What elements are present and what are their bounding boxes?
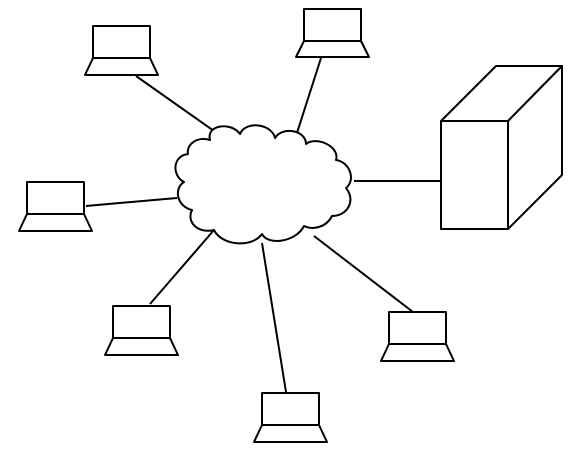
laptop-top-left (84, 25, 159, 76)
laptop-left (18, 181, 93, 232)
laptop-screen (388, 311, 447, 345)
laptop-screen (261, 392, 320, 426)
cloud-icon (174, 124, 352, 245)
laptop-keyboard (84, 57, 159, 76)
link-cloud-laptop-bottom-left (149, 229, 215, 305)
laptop-keyboard (104, 337, 179, 356)
laptop-keyboard (18, 213, 93, 232)
link-cloud-laptop-bottom-right (313, 235, 414, 313)
laptop-bottom-right (380, 311, 455, 362)
laptop-keyboard (380, 343, 455, 362)
laptop-screen (303, 8, 362, 42)
laptop-screen (26, 181, 85, 215)
laptop-bottom-left (104, 305, 179, 356)
laptop-keyboard (295, 40, 370, 58)
link-cloud-laptop-top-center (295, 57, 322, 137)
link-cloud-laptop-bottom-center (261, 242, 287, 393)
connections (85, 57, 441, 393)
link-cloud-laptop-top-left (135, 75, 215, 132)
server-icon (440, 65, 563, 230)
laptop-keyboard (253, 424, 328, 443)
link-cloud-laptop-left (85, 197, 178, 207)
laptop-bottom-center (253, 392, 328, 443)
laptop-top-center (295, 8, 370, 58)
server-front-face (440, 120, 509, 230)
laptop-screen (112, 305, 171, 339)
laptop-screen (92, 25, 151, 59)
